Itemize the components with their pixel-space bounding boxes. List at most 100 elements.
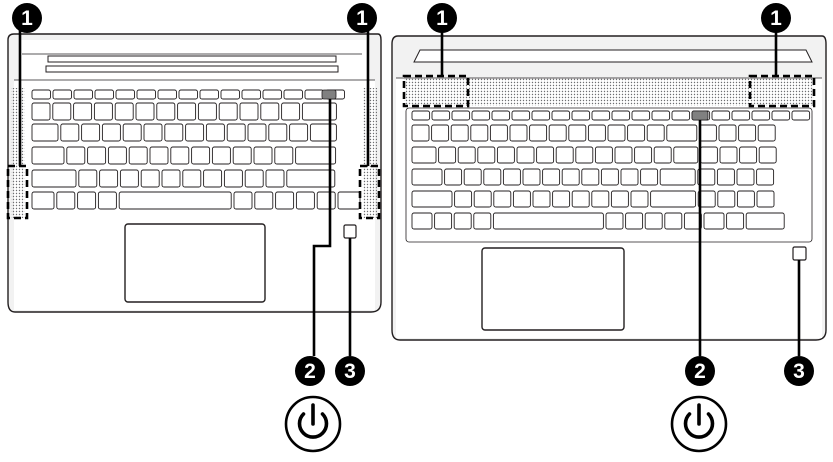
keyboard-key [136,89,156,100]
right-power-key [691,110,709,121]
keyboard-key [698,124,717,142]
keyboard-key [205,123,225,142]
keyboard-key [516,146,535,164]
callout-badge-power-button: 2 [295,356,325,386]
keyboard-key [31,102,51,121]
keyboard-key [532,190,551,208]
keyboard-key [114,102,134,121]
keyboard-key [731,110,751,121]
callout-badge-speakers: 1 [347,3,377,33]
keyboard-key [611,110,631,121]
keyboard-key [671,110,691,121]
keyboard-key [600,168,619,186]
keyboard-key [646,124,665,142]
keyboard-key [522,168,541,186]
keyboard-key [274,146,294,165]
keyboard-key [411,212,433,230]
keyboard-key [529,124,548,142]
keyboard-key [758,146,777,164]
keyboard-key [438,146,457,164]
keyboard-key [697,168,716,186]
power-icon [670,395,728,453]
keyboard-key [220,89,240,100]
keyboard-key [630,190,649,208]
keyboard-key [260,102,280,121]
keyboard-key [31,191,55,210]
keyboard-key [275,191,295,210]
keyboard-key [555,146,574,164]
keyboard-key [156,102,176,121]
keyboard-key [561,168,580,186]
keyboard-key [483,168,502,186]
keyboard-key [605,212,624,230]
left-hinge [45,55,339,73]
keyboard-key [265,169,285,188]
keyboard-key [301,102,337,121]
keyboard-key [581,168,600,186]
keyboard-key [493,190,512,208]
keyboard-key [73,102,93,121]
keyboard-key [203,169,223,188]
right-fingerprint-sensor [792,246,807,261]
keyboard-key [470,124,489,142]
keyboard-key [197,102,217,121]
keyboard-key [199,89,219,100]
keyboard-key [73,89,93,100]
callout-label-speakers: 1 [21,7,33,30]
callout-badge-speakers: 1 [427,3,457,33]
keyboard-key [226,123,246,142]
keyboard-key [316,191,336,210]
keyboard-key [716,168,735,186]
keyboard-key [60,123,80,142]
keyboard-key [241,89,261,100]
keyboard-key [122,123,142,142]
keyboard-key [457,146,476,164]
callout-label-speakers: 1 [770,7,782,30]
keyboard-key [711,110,731,121]
left-speaker-highlight-right [358,164,381,220]
keyboard-key [115,89,135,100]
keyboard-key [149,146,169,165]
keyboard-key [451,110,471,121]
keyboard-key [411,146,437,164]
keyboard-key [78,169,98,188]
keyboard-key [31,169,77,188]
keyboard-key [756,168,775,186]
keyboard-key [295,146,337,165]
right-hinge [413,49,813,63]
keyboard-key [653,146,672,164]
keyboard-key [77,191,97,210]
keyboard-key [453,212,472,230]
keyboard-key [699,146,718,164]
keyboard-key [99,169,119,188]
keyboard-key [719,146,738,164]
keyboard-key [135,102,155,121]
leader-lines [18,30,801,356]
callout-badge-speakers: 1 [12,3,42,33]
keyboard-key [431,124,450,142]
keyboard-key [247,123,267,142]
callout-label-speakers: 1 [356,7,368,30]
right-speaker-grille [404,78,814,106]
keyboard-key [185,123,205,142]
callout-badge-power-button: 2 [685,356,715,386]
keyboard-key [444,168,463,186]
keyboard-key [552,190,571,208]
keyboard-key [286,169,336,188]
keyboard-key [97,191,117,210]
power-icon [284,395,342,453]
keyboard-key [177,102,197,121]
keyboard-key [253,146,273,165]
keyboard-key [268,123,288,142]
keyboard-key [568,124,587,142]
keyboard-key [143,123,163,142]
keyboard-key [66,146,86,165]
callout-label-power-button: 2 [304,360,316,383]
keyboard-key [591,110,611,121]
keyboard-key [551,110,571,121]
keyboard-key [211,146,231,165]
keyboard-key [239,102,259,121]
keyboard-key [594,146,613,164]
keyboard-key [531,110,551,121]
keyboard-key [610,190,629,208]
